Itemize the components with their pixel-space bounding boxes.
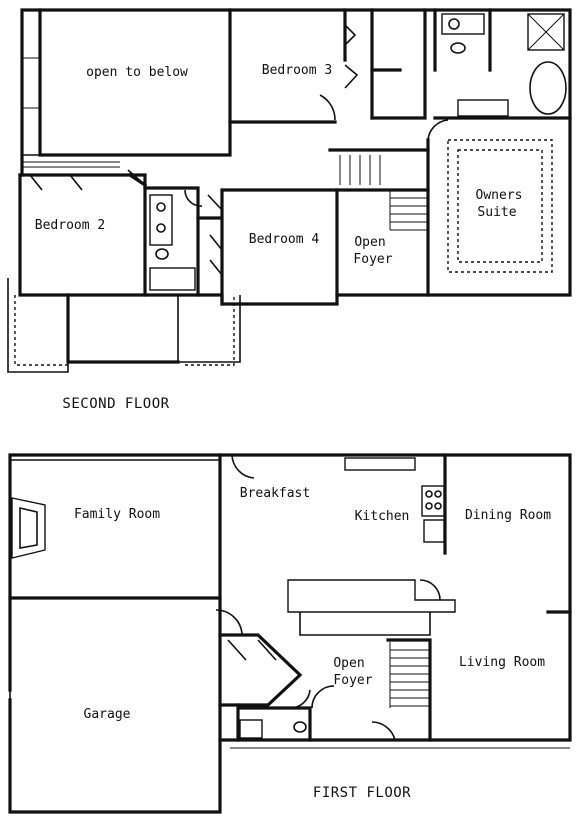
fireplace-inner xyxy=(19,506,38,549)
porch-wall xyxy=(66,293,180,364)
second-floor-outer-wall xyxy=(18,8,572,306)
bedroom4-door-arc xyxy=(184,189,203,207)
vanity-fixture xyxy=(457,99,509,117)
hall-bath-sink2 xyxy=(156,223,166,233)
owners-door-arc xyxy=(427,119,449,141)
kitchen-island-shelf xyxy=(299,612,431,636)
kitchen-sink xyxy=(423,519,445,543)
first-floor-stairs xyxy=(389,642,430,708)
open-to-below-label: open to below xyxy=(86,65,188,80)
hall-bath-sink1 xyxy=(156,202,166,212)
owners-suite-ceiling-inner xyxy=(457,149,543,263)
first-floor-labels: Family Room Breakfast Kitchen Dining Roo… xyxy=(74,486,551,801)
powder-room-sink xyxy=(239,719,263,739)
range-burner2 xyxy=(434,490,442,498)
kitchen-label: Kitchen xyxy=(355,509,410,524)
garage-wall xyxy=(8,596,222,814)
bedroom3-door-arc xyxy=(319,94,336,121)
powder-room-wall xyxy=(236,703,312,742)
sink-bowl xyxy=(448,18,460,30)
entry-door-arc xyxy=(371,721,396,741)
range-burner1 xyxy=(425,490,433,498)
toilet-fixture xyxy=(450,42,466,54)
hall-bath-toilet xyxy=(155,248,169,260)
left-column xyxy=(22,9,41,156)
second-floor-plan xyxy=(7,8,572,373)
bedroom4-closet-doors xyxy=(207,194,223,276)
bedroom4-label: Bedroom 4 xyxy=(249,232,320,247)
first-stair-wall xyxy=(386,638,432,742)
left-column-segments xyxy=(22,57,40,109)
bedroom3-wall xyxy=(228,8,374,124)
living-room-label: Living Room xyxy=(459,655,545,670)
garage-label: Garage xyxy=(84,707,131,722)
porch-roof-outline xyxy=(7,278,241,373)
first-foyer-label-line1: Open xyxy=(333,656,364,671)
owners-suite-label-line1: Owners xyxy=(476,188,523,203)
first-floor-caption: FIRST FLOOR xyxy=(313,785,411,801)
kitchen-range xyxy=(421,485,445,517)
coat-closet-door-arc xyxy=(215,609,243,635)
owners-suite-label-line2: Suite xyxy=(477,205,516,220)
range-burner3 xyxy=(425,502,433,510)
closet-door-arc xyxy=(311,685,335,709)
second-foyer-label-line1: Open xyxy=(354,235,385,250)
hall-bath-tub xyxy=(149,267,196,291)
second-foyer-label-line2: Foyer xyxy=(353,252,392,267)
powder-room-door-arc xyxy=(289,689,311,709)
range-burner4 xyxy=(434,502,442,510)
kitchen-top-counter xyxy=(344,457,416,471)
dining-room-label: Dining Room xyxy=(465,508,551,523)
family-room-label: Family Room xyxy=(74,507,160,522)
bedroom3-label: Bedroom 3 xyxy=(262,63,332,78)
porch-roof-dashed xyxy=(14,295,235,366)
second-floor-stairs xyxy=(339,155,428,231)
bedroom2-label: Bedroom 2 xyxy=(35,218,105,233)
first-foyer-label-line2: Foyer xyxy=(333,673,372,688)
coat-closet-wall xyxy=(218,633,303,707)
kitchen-island xyxy=(287,579,456,613)
bathtub-fixture xyxy=(529,61,567,115)
second-floor-caption: SECOND FLOOR xyxy=(62,396,169,412)
second-floor-labels: open to below Bedroom 3 Bedroom 2 Bedroo… xyxy=(35,63,523,412)
bedroom2-closet-doors xyxy=(29,169,146,191)
first-floor-plan xyxy=(8,453,572,814)
coat-closet-inner xyxy=(227,639,277,661)
balcony-rail xyxy=(22,161,120,168)
breakfast-door-arc xyxy=(231,454,255,479)
fireplace xyxy=(11,497,46,559)
shower-cross xyxy=(527,13,565,51)
owners-suite-ceiling-outline xyxy=(447,139,553,273)
bedroom2-wall xyxy=(18,172,148,297)
bedroom3-closet-doors xyxy=(344,24,359,89)
open-to-below-wall xyxy=(38,8,232,157)
breakfast-label: Breakfast xyxy=(240,486,310,501)
hall-bath-vanity xyxy=(149,194,173,246)
owners-bath-wall xyxy=(433,8,572,120)
pantry-door-arc xyxy=(419,579,441,601)
hall-closet-wall xyxy=(370,8,427,120)
powder-room-toilet xyxy=(293,721,307,733)
